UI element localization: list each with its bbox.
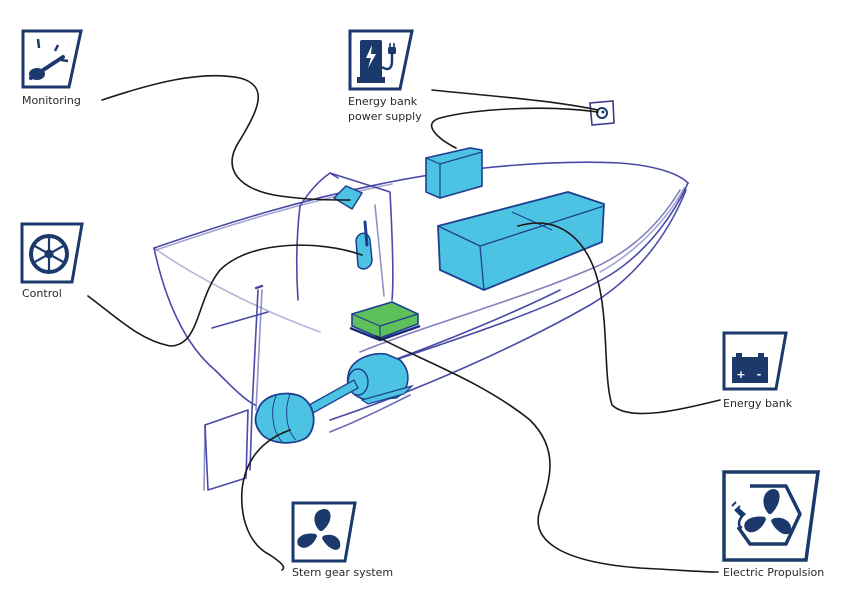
leader-monitoring <box>101 74 351 201</box>
steering-wheel-icon <box>20 222 84 284</box>
battery-pack[interactable] <box>437 191 605 291</box>
label-energy-bank-power-supply-line2: power supply <box>348 110 422 123</box>
battery-plus-sign: + <box>736 368 745 381</box>
leader-lines <box>87 74 721 573</box>
electric-propeller-icon <box>722 470 821 562</box>
throttle-lever[interactable] <box>355 220 373 270</box>
battery-icon <box>722 331 788 391</box>
electric-motor[interactable] <box>346 352 415 405</box>
label-energy-bank: Energy bank <box>723 397 793 410</box>
label-control: Control <box>22 287 62 300</box>
label-energy-bank-power-supply-line1: Energy bank <box>348 95 418 108</box>
monitoring-display[interactable] <box>332 185 364 211</box>
propeller-hub[interactable] <box>254 392 315 444</box>
label-electric-propulsion: Electric Propulsion <box>723 566 825 579</box>
label-stern-gear-system: Stern gear system <box>292 566 394 579</box>
leader-control <box>87 244 363 347</box>
boat-hull-sketch <box>153 161 689 491</box>
leader-charger-to-socket <box>430 107 599 149</box>
leader-electric-propulsion <box>375 335 719 573</box>
propeller-icon <box>291 501 357 563</box>
gauge-icon <box>21 29 83 89</box>
label-monitoring: Monitoring <box>22 94 81 107</box>
leader-power-supply-to-socket <box>431 89 599 111</box>
charging-station-icon <box>348 29 414 91</box>
charger-unit[interactable] <box>425 147 483 199</box>
leader-energy-bank <box>517 222 721 415</box>
controller-box[interactable] <box>349 301 421 342</box>
leader-stern-gear <box>240 429 291 571</box>
battery-minus-sign: - <box>757 368 762 381</box>
shore-power-socket[interactable] <box>589 100 615 126</box>
